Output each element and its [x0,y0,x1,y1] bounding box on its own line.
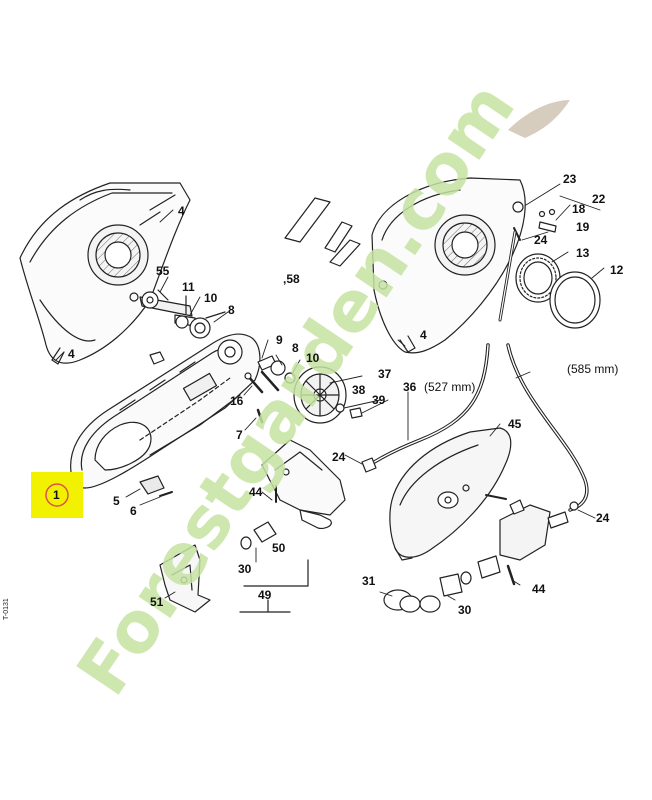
shaft-55 [139,289,193,317]
part-label-4[interactable]: 4 [178,204,185,218]
part-label-49[interactable]: 49 [258,588,272,602]
part-label-23[interactable]: 23 [563,172,577,186]
ring-12 [549,271,601,329]
part-label-44[interactable]: 44 [249,485,263,499]
part-label-8[interactable]: 8 [228,303,235,317]
hose-36 [366,343,490,468]
fitting-31 [383,589,441,613]
part-label-24[interactable]: 24 [596,511,610,525]
part-label-39[interactable]: 39 [372,393,386,407]
bolts-16 [244,370,280,394]
part-label-24[interactable]: 24 [332,450,346,464]
nut-small [149,351,165,365]
part-label-5[interactable]: 5 [113,494,120,508]
part-label-9[interactable]: 9 [276,333,283,347]
part-label-10[interactable]: 10 [204,291,218,305]
nut-38 [335,403,345,413]
part-label-45[interactable]: 45 [508,417,522,431]
part-label-22[interactable]: 22 [592,192,606,206]
part-label-7[interactable]: 7 [236,428,243,442]
dimension-527: (527 mm) [424,380,475,394]
pump-24 [499,499,579,561]
part-label-4[interactable]: 4 [68,347,75,361]
part-label-1[interactable]: 1 [53,488,60,502]
block-5 [139,475,165,495]
guard-51 [159,544,211,613]
part-label-11[interactable]: 11 [182,280,195,294]
part-label-12[interactable]: 12 [610,263,624,277]
bracket-24 [261,439,346,530]
part-label-37[interactable]: 37 [378,367,392,381]
leader-lines [55,183,605,601]
part-label-13[interactable]: 13 [576,246,590,260]
part-label-36[interactable]: 36 [403,380,417,394]
part-label-30[interactable]: 30 [238,562,252,576]
washer-10b [284,372,296,384]
leaf-icon [508,100,570,138]
part-label-51[interactable]: 51 [150,595,164,609]
small-parts-top-right [512,201,557,241]
part-label-50[interactable]: 50 [272,541,286,555]
nut-39 [349,407,363,419]
part-label-30[interactable]: 30 [458,603,472,617]
side-code: T-0131 [3,598,10,620]
cover-45 [389,427,512,561]
part-label-31[interactable]: 31 [362,574,376,588]
boom-arm [70,333,261,489]
bracket-49 [243,559,309,587]
bolt-7 [256,408,264,424]
part-label-16[interactable]: 16 [230,394,244,408]
panels-58 [284,197,361,267]
washer-10 [175,315,189,329]
part-label-19[interactable]: 19 [576,220,590,234]
fitting-24a [361,457,377,473]
fitting-bottom-right [439,555,516,597]
part-labels: 4 55 11 10 8 4 9 8 10 16 7 5 6 ,58 37 38… [3,172,624,620]
highlight-part-1[interactable] [31,472,83,518]
part-label-24[interactable]: 24 [534,233,548,247]
left-housing [19,182,191,365]
bearing-8 [189,311,226,339]
dimension-585: (585 mm) [567,362,618,376]
part-label-4[interactable]: 4 [420,328,427,342]
right-housing [371,177,526,354]
part-label-38[interactable]: 38 [352,383,366,397]
part-label-10[interactable]: 10 [306,351,320,365]
drum-38 [293,366,347,424]
watermark: Forestgarden.com [61,68,570,710]
part-label-55[interactable]: 55 [156,264,170,278]
part-label-58[interactable]: ,58 [283,272,300,286]
screw-6 [159,491,173,497]
part-label-44[interactable]: 44 [532,582,546,596]
hose-585 [506,343,589,512]
part-label-6[interactable]: 6 [130,504,137,518]
part-label-18[interactable]: 18 [572,202,586,216]
part-label-8[interactable]: 8 [292,341,299,355]
fitting-50 [240,485,277,550]
